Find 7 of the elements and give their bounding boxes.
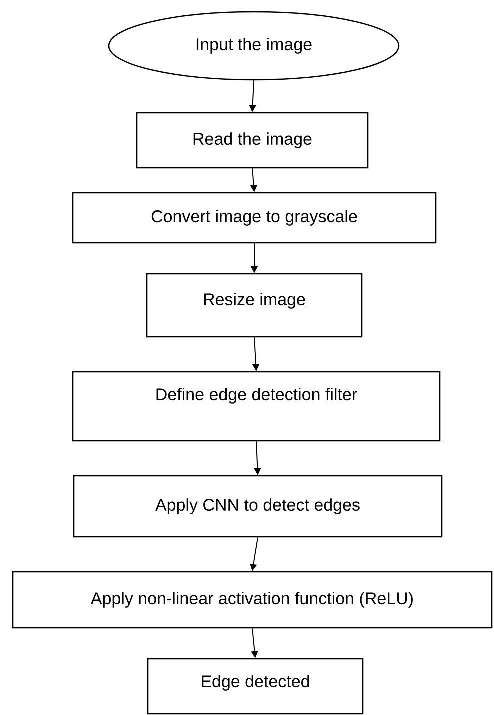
- process-box: Define edge detection filter: [72, 371, 441, 442]
- process-box: Resize image: [146, 273, 363, 338]
- process-box: Apply CNN to detect edges: [73, 475, 443, 538]
- process-box: Edge detected: [147, 658, 364, 715]
- process-box: Convert image to grayscale: [72, 192, 437, 244]
- process-box: Apply non-linear activation function (ReLU): [12, 571, 493, 629]
- process-box: Read the image: [136, 112, 369, 169]
